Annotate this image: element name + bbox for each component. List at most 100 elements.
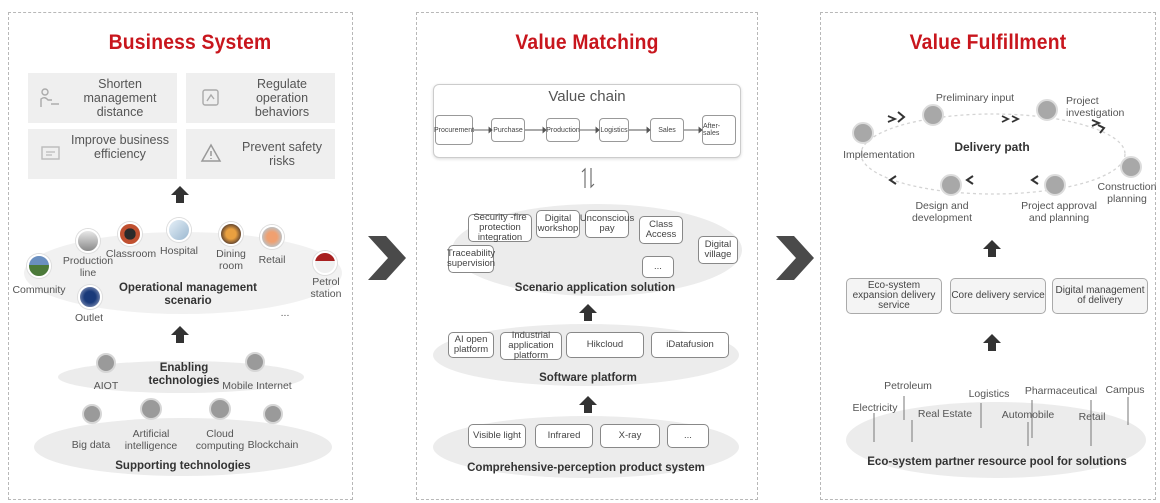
supporting-item: Big data — [71, 439, 111, 451]
value-chain-step: Sales — [650, 118, 684, 142]
path-step: Construction planning — [1097, 181, 1157, 205]
scenario-label: Petrol station — [310, 276, 342, 300]
more-ellipsis: ... — [280, 307, 290, 319]
aiot-icon — [96, 353, 116, 373]
scenario-app-item: Class Access — [639, 216, 683, 244]
scenario-app-item: Traceability supervision — [447, 245, 495, 273]
value-fulfillment-panel — [820, 12, 1156, 500]
chevron-right-icon — [776, 236, 814, 280]
big-data-icon — [82, 404, 102, 424]
path-step: Project investigation — [1066, 95, 1125, 119]
partner-item: Logistics — [968, 388, 1010, 400]
path-step: Design and development — [911, 200, 973, 224]
partner-item: Campus — [1105, 384, 1145, 396]
benefit-box: Shorten management distance — [28, 73, 177, 123]
benefit-label: Prevent safety risks — [242, 140, 322, 168]
scenario-label: Hospital — [160, 245, 198, 257]
retail-photo — [260, 225, 284, 249]
benefit-box: Regulate operation behaviors — [186, 73, 335, 123]
path-arrow-icon — [1091, 119, 1102, 127]
project-approval-icon — [1044, 174, 1066, 196]
perception-caption: Comprehensive-perception product system — [467, 462, 705, 474]
implementation-icon — [852, 122, 874, 144]
scenario-label: Retail — [258, 254, 286, 266]
service-box: Core delivery service — [950, 278, 1046, 314]
scenario-label: Dining room — [216, 248, 246, 272]
scenario-label: Production line — [62, 255, 114, 279]
partner-caption: Eco-system partner resource pool for sol… — [867, 456, 1127, 468]
supporting-caption: Supporting technologies — [115, 460, 251, 472]
path-step: Implementation — [843, 149, 915, 161]
partner-ellipse — [846, 402, 1146, 478]
scenario-app-item: Digital village — [698, 236, 738, 264]
service-box: Eco-system expansion delivery service — [846, 278, 942, 314]
value-chain-title: Value chain — [548, 88, 626, 105]
path-step: Preliminary input — [935, 92, 1015, 104]
operation-icon — [202, 89, 219, 106]
partner-pins — [873, 396, 1129, 446]
value-chain-step: After-sales — [702, 115, 736, 145]
software-item: Hikcloud — [566, 332, 644, 358]
enabling-item: AIOT — [93, 380, 119, 392]
value-matching-panel — [416, 12, 758, 500]
warning-icon — [200, 143, 222, 162]
person-desk-icon — [40, 88, 59, 107]
partner-item: Automobile — [1001, 409, 1055, 421]
dining-room-photo — [219, 222, 243, 246]
perception-item: Visible light — [468, 424, 526, 448]
supporting-item: Cloud computing — [195, 428, 245, 452]
path-arrow-icon — [1001, 115, 1021, 123]
monitor-icon — [41, 146, 60, 160]
partner-item: Petroleum — [884, 380, 932, 392]
benefit-label: Shorten management distance — [83, 77, 157, 119]
bidirectional-arrow-icon — [581, 167, 595, 189]
outlet-photo — [78, 285, 102, 309]
scenario-app-item: Unconscious pay — [580, 210, 634, 238]
benefit-box: Improve business efficiency — [28, 129, 177, 179]
design-development-icon — [940, 174, 962, 196]
value-fulfillment-title: Value Fulfillment — [909, 31, 1067, 54]
construction-planning-icon — [1120, 156, 1142, 178]
hospital-photo — [167, 218, 191, 242]
value-chain-box — [433, 84, 741, 158]
value-chain-step: Procurement — [434, 115, 474, 145]
software-item: iDatafusion — [651, 332, 729, 358]
delivery-path-loop — [860, 111, 1126, 195]
community-photo — [27, 254, 51, 278]
software-item: AI open platform — [448, 332, 494, 358]
cloud-icon — [209, 398, 231, 420]
mobile-internet-icon — [245, 352, 265, 372]
benefit-label: Regulate operation behaviors — [254, 77, 310, 119]
perception-item: ... — [667, 424, 709, 448]
production-line-photo — [76, 229, 100, 253]
supporting-item: Blockchain — [247, 439, 299, 451]
classroom-photo — [118, 222, 142, 246]
supporting-item: Artificial intelligence — [124, 428, 178, 452]
partner-item: Electricity — [852, 402, 898, 414]
value-chain-arrows — [473, 126, 703, 134]
scenario-label: Classroom — [105, 248, 157, 260]
software-item: Industrial application platform — [500, 331, 562, 361]
scenario-label: Community — [12, 284, 66, 296]
supporting-ellipse — [34, 418, 332, 476]
project-investigation-icon — [1036, 99, 1058, 121]
software-caption: Software platform — [539, 372, 637, 384]
path-step: Project approval and planning — [1021, 200, 1097, 224]
preliminary-input-icon — [922, 104, 944, 126]
chevron-right-icon — [368, 236, 406, 280]
service-box: Digital management of delivery — [1052, 278, 1148, 314]
scenario-caption: Operational management scenario — [118, 282, 258, 307]
partner-item: Retail — [1078, 411, 1106, 423]
business-system-panel — [8, 12, 353, 500]
scenario-app-item: Security -fire protection integration — [468, 213, 532, 243]
scenario-app-item: Digital workshop — [536, 210, 580, 238]
partner-item: Real Estate — [917, 408, 973, 420]
benefit-box: Prevent safety risks — [186, 129, 335, 179]
enabling-caption: Enabling technologies — [148, 362, 220, 387]
ai-icon — [140, 398, 162, 420]
delivery-path-caption: Delivery path — [954, 140, 1030, 154]
value-chain-step: Production — [546, 118, 580, 142]
scenario-app-caption: Scenario application solution — [514, 282, 676, 294]
business-system-title: Business System — [108, 31, 272, 54]
benefit-label: Improve business efficiency — [71, 133, 169, 161]
